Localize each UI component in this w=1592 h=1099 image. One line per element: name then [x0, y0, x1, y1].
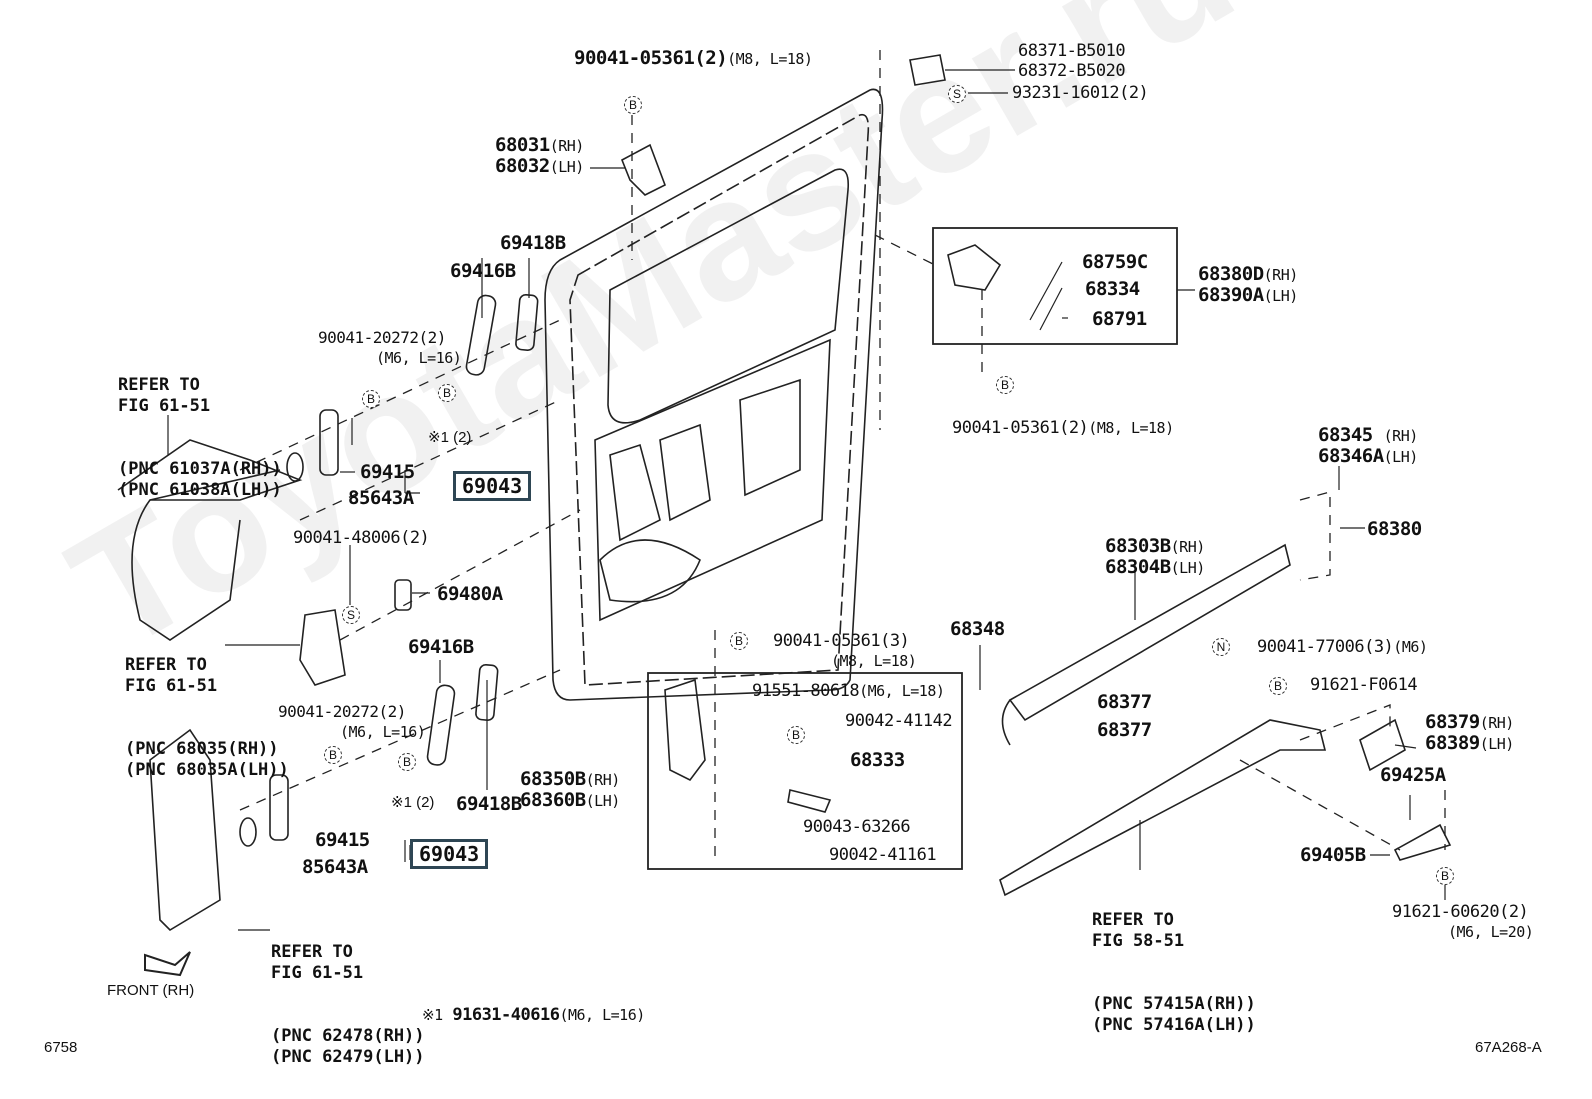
label-68379-68389[interactable]: 68379(RH) 68389(LH) — [1425, 711, 1514, 754]
label-68334[interactable]: 68334 — [1085, 278, 1140, 300]
label-90041-05361-mid[interactable]: 90041-05361(3) (M8, L=18) — [773, 631, 917, 670]
figure-code: 67A268-A — [1475, 1039, 1542, 1056]
label-85643A-bottom[interactable]: 85643A — [302, 856, 368, 878]
label-93231-16012[interactable]: 93231-16012(2) — [1012, 83, 1149, 103]
label-68333[interactable]: 68333 — [850, 749, 905, 771]
bolt-b-marker: B — [624, 96, 642, 114]
label-90041-77006[interactable]: 90041-77006(3)(M6) — [1257, 637, 1428, 657]
highlighted-part-69043-top[interactable]: 69043 — [453, 471, 532, 501]
label-69416B-bottom[interactable]: 69416B — [408, 636, 474, 658]
label-69480A[interactable]: 69480A — [437, 583, 503, 605]
label-69418B-top[interactable]: 69418B — [500, 232, 566, 254]
front-arrow-icon — [144, 951, 191, 977]
label-68348[interactable]: 68348 — [950, 618, 1005, 640]
highlighted-part-69043-bottom[interactable]: 69043 — [410, 839, 489, 869]
bolt-b-marker: B — [1436, 867, 1454, 885]
label-68380[interactable]: 68380 — [1367, 518, 1422, 540]
bolt-b-marker: B — [996, 376, 1014, 394]
pillar-trim-upper — [117, 439, 303, 641]
label-90042-41142[interactable]: 90042-41142 — [845, 711, 953, 731]
label-68345-68346A[interactable]: 68345 (RH) 68346A(LH) — [1318, 424, 1418, 467]
note-1-ref-top: ※1 (2) — [428, 429, 472, 446]
label-90041-05361-top[interactable]: 90041-05361(2)(M8, L=18) — [574, 47, 813, 69]
label-69418B-bottom[interactable]: 69418B — [456, 793, 522, 815]
label-69415-bottom[interactable]: 69415 — [315, 829, 370, 851]
upper-roller-box — [932, 227, 1178, 345]
label-91551-80618[interactable]: 91551-80618(M6, L=18) — [752, 681, 945, 701]
bolt-b-marker: B — [787, 726, 805, 744]
label-68371-68372[interactable]: 68371-B5010 68372-B5020 — [1018, 41, 1126, 81]
nut-n-marker: N — [1212, 638, 1230, 656]
lower-roller-box — [647, 672, 963, 870]
label-90041-48006[interactable]: 90041-48006(2) — [293, 528, 430, 548]
note-1-ref-bottom: ※1 (2) — [391, 794, 435, 811]
door-window-opening — [607, 168, 850, 424]
screw-s-marker: S — [342, 606, 360, 624]
bolt-b-marker: B — [398, 753, 416, 771]
label-68031-68032[interactable]: 68031(RH) 68032(LH) — [495, 134, 584, 177]
label-68303B-68304B[interactable]: 68303B(RH) 68304B(LH) — [1105, 535, 1205, 578]
label-91621-F0614[interactable]: 91621-F0614 — [1310, 675, 1418, 695]
bolt-b-marker: B — [438, 384, 456, 402]
label-68380D-68390A[interactable]: 68380D(RH) 68390A(LH) — [1198, 263, 1298, 306]
upper-rail — [1008, 543, 1291, 722]
striker-plate-icon — [299, 609, 346, 686]
label-90041-05361-right[interactable]: 90041-05361(2)(M8, L=18) — [952, 418, 1174, 438]
bracket-lower-icon — [269, 774, 289, 841]
hinge-icon — [620, 143, 667, 196]
label-85643A-top[interactable]: 85643A — [348, 487, 414, 509]
label-69415-top[interactable]: 69415 — [360, 461, 415, 483]
lower-rail — [999, 719, 1327, 897]
front-direction-label: FRONT (RH) — [107, 982, 195, 999]
bolt-b-marker: B — [1269, 677, 1287, 695]
label-90041-20272-top[interactable]: 90041-20272(2) (M6, L=16) — [318, 328, 462, 367]
screw-s-marker: S — [948, 85, 966, 103]
label-69405B[interactable]: 69405B — [1300, 844, 1366, 866]
label-68377-b[interactable]: 68377 — [1097, 719, 1152, 741]
label-68759C[interactable]: 68759C — [1082, 251, 1148, 273]
label-91621-60620[interactable]: 91621-60620(2) (M6, L=20) — [1392, 902, 1534, 941]
bracket-upper-icon — [319, 409, 339, 476]
pillar-trim-lower — [149, 728, 221, 932]
label-90041-20272-bottom[interactable]: 90041-20272(2) (M6, L=16) — [278, 702, 426, 741]
label-69416B-top[interactable]: 69416B — [450, 260, 516, 282]
label-68377-a[interactable]: 68377 — [1097, 691, 1152, 713]
label-90042-41161[interactable]: 90042-41161 — [829, 845, 937, 865]
label-69425A[interactable]: 69425A — [1380, 764, 1446, 786]
label-68350B-68360B[interactable]: 68350B(RH) 68360B(LH) — [520, 768, 620, 811]
footnote-1: ※1 91631-40616(M6, L=16) — [422, 1005, 645, 1025]
label-90043-63266[interactable]: 90043-63266 — [803, 817, 911, 837]
label-68791[interactable]: 68791 — [1092, 308, 1147, 330]
bolt-b-marker: B — [324, 746, 342, 764]
page-number: 6758 — [44, 1039, 78, 1056]
bolt-b-marker: B — [730, 632, 748, 650]
bolt-b-marker: B — [362, 390, 380, 408]
door-panel-outline — [544, 88, 884, 701]
